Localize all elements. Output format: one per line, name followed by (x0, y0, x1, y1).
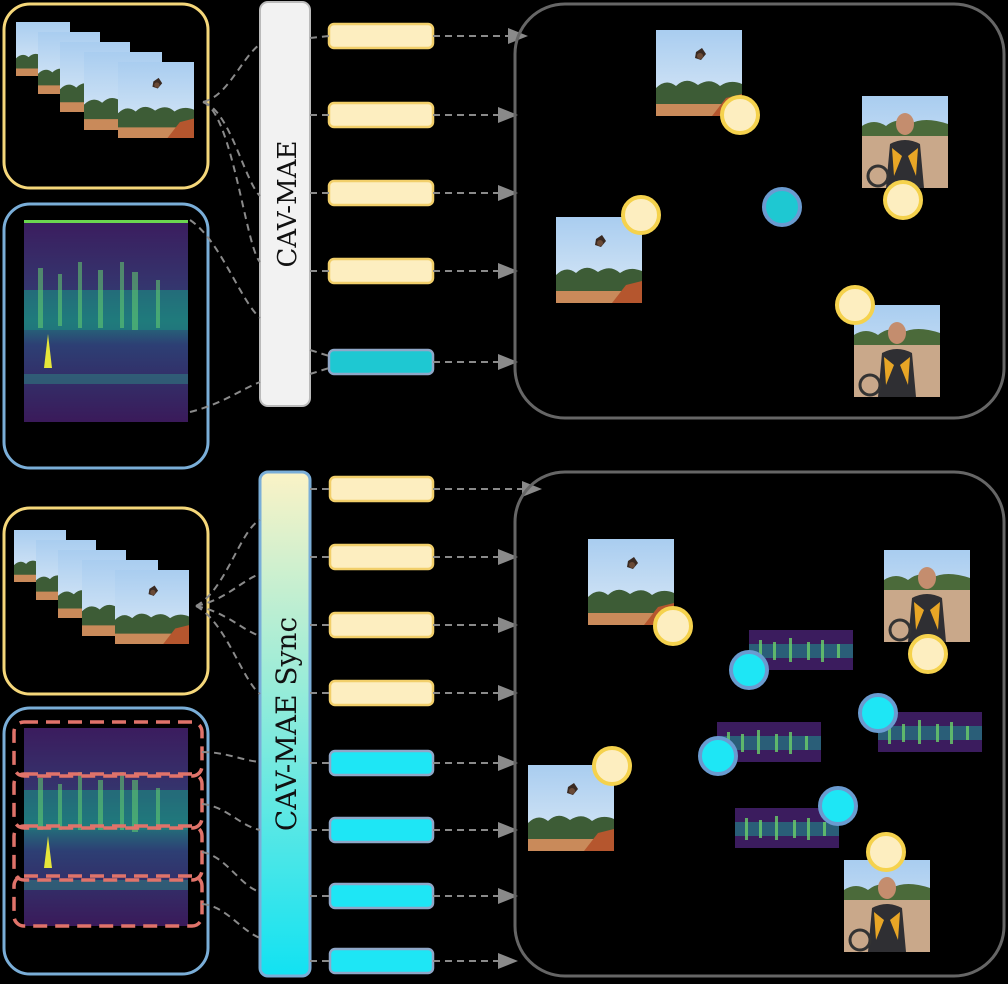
visual-token (327, 101, 435, 129)
top-visual-tokens (327, 22, 435, 285)
audio-token (327, 348, 435, 376)
audio-token (328, 882, 435, 910)
top-video-frame-stack (16, 22, 194, 138)
audio-segment (12, 772, 204, 830)
bottom-section: CAV-MAE Sync (2, 470, 1006, 978)
audio-segment (12, 720, 204, 778)
visual-embedding-dot (592, 746, 632, 786)
video-frame-icon (118, 62, 194, 138)
bottom-video-frame-stack (14, 530, 189, 644)
audio-embedding-dot (698, 736, 738, 776)
top-spectrogram (24, 220, 188, 422)
audio-segment (12, 874, 204, 928)
top-token-arrows (433, 28, 528, 370)
visual-embedding-dot (653, 606, 693, 646)
visual-embedding-dot (835, 285, 875, 325)
audio-token (328, 749, 435, 777)
video-frame-icon (115, 570, 189, 644)
visual-token (328, 611, 435, 639)
audio-token (328, 947, 435, 975)
visual-token (327, 179, 435, 207)
visual-embedding-dot (621, 195, 661, 235)
bottom-video-frames-box (2, 506, 210, 696)
top-input-connectors (189, 43, 261, 413)
top-encoder-token-links (309, 35, 330, 375)
top-embedding-points (556, 30, 948, 397)
top-audio-box (2, 202, 210, 470)
audio-embedding-dot (858, 693, 898, 733)
video-frame-icon (884, 550, 970, 642)
bottom-encoder-token-links (310, 488, 330, 962)
cav-mae-sync-encoder (258, 470, 312, 978)
visual-token (328, 679, 435, 707)
top-embedding-space (513, 2, 1006, 420)
audio-token (328, 816, 435, 844)
cav-mae-encoder (259, 1, 311, 407)
bottom-input-connectors (195, 519, 261, 939)
visual-token (327, 257, 435, 285)
top-section: CAV-MAE (2, 1, 1006, 470)
bottom-audio-box (2, 706, 210, 976)
visual-embedding-dot (866, 832, 906, 872)
video-frame-icon (844, 860, 930, 952)
cav-mae-sync-label: CAV-MAE Sync (270, 617, 303, 831)
visual-embedding-dot (908, 634, 948, 674)
bottom-token-arrows (433, 481, 542, 969)
visual-token (327, 22, 435, 50)
bottom-audio-tokens (328, 749, 435, 975)
visual-embedding-dot (720, 95, 760, 135)
bottom-visual-tokens (328, 475, 435, 707)
cav-mae-label: CAV-MAE (273, 141, 303, 268)
audio-embedding-dot (818, 786, 858, 826)
audio-embedding-dot (729, 650, 769, 690)
visual-token (328, 543, 435, 571)
bottom-embedding-space (513, 470, 1006, 978)
bottom-embedding-points (528, 539, 982, 952)
visual-token (328, 475, 435, 503)
video-frame-icon (862, 96, 948, 188)
audio-embedding-dot (762, 187, 802, 227)
top-video-frames-box (2, 2, 210, 190)
visual-embedding-dot (883, 180, 923, 220)
